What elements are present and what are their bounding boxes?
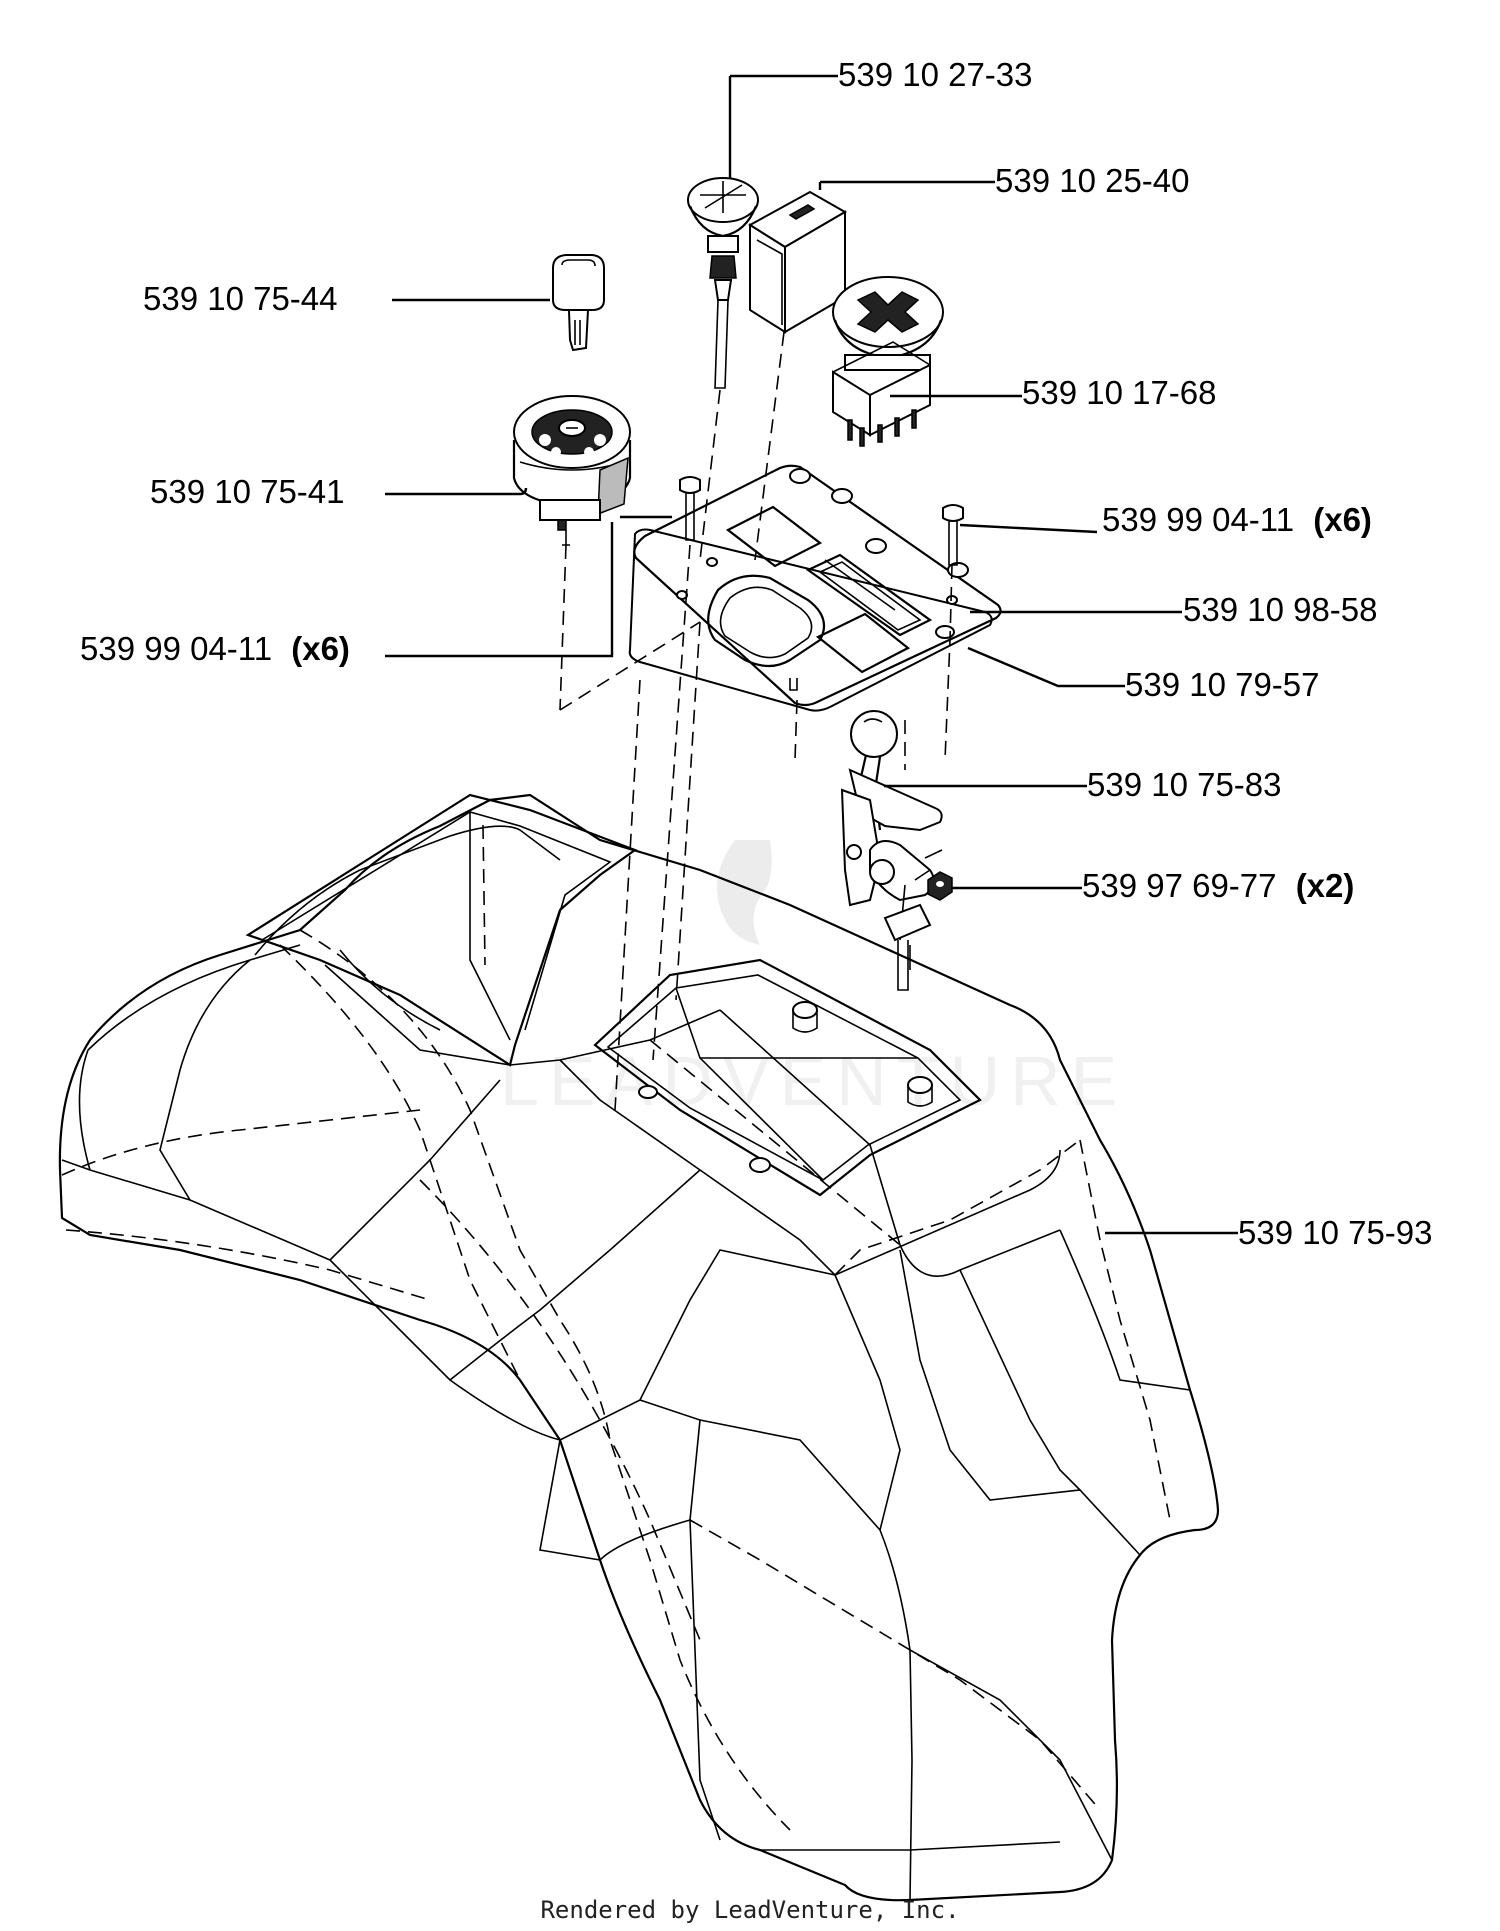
qty-539-99-04-11-right: (x6) [1313,501,1372,538]
ignition-switch [512,395,632,546]
leader-lines [385,74,1238,1235]
watermark-text: LEADVENTURE [500,1042,1127,1120]
label-539-99-04-11-left: 539 99 04-11 (x6) [80,630,350,667]
qty-539-97-69-77: (x2) [1296,867,1355,904]
label-539-10-17-68: 539 10 17-68 [1022,374,1217,411]
label-539-97-69-77: 539 97 69-77 (x2) [1082,867,1354,904]
part-labels: 539 10 27-33 539 10 25-40 539 10 75-44 5… [80,56,1433,1251]
label-539-10-79-57: 539 10 79-57 [1125,666,1320,703]
control-plate [628,464,1002,712]
bolt-left [679,476,701,541]
label-539-10-75-41: 539 10 75-41 [150,473,345,510]
watermark: LEADVENTURE [500,840,1127,1120]
console-housing [58,793,1220,1902]
bolt-right [942,504,964,566]
pto-switch [832,276,944,447]
label-539-10-27-33: 539 10 27-33 [838,56,1033,93]
assembly-lines [559,331,953,1111]
nut [927,871,953,901]
label-539-10-25-40: 539 10 25-40 [995,162,1190,199]
choke-knob [687,177,759,389]
throttle-control [840,710,943,991]
label-539-97-69-77-number: 539 97 69-77 [1082,867,1277,904]
label-539-10-75-83: 539 10 75-83 [1087,766,1282,803]
qty-539-99-04-11-left: (x6) [291,630,350,667]
label-539-99-04-11-left-number: 539 99 04-11 [80,630,272,667]
footer-credit: Rendered by LeadVenture, Inc. [540,1896,959,1924]
label-539-10-75-44: 539 10 75-44 [143,280,338,317]
label-539-10-75-93: 539 10 75-93 [1238,1214,1433,1251]
label-539-99-04-11-right-number: 539 99 04-11 [1102,501,1294,538]
label-539-10-98-58: 539 10 98-58 [1183,591,1378,628]
label-539-99-04-11-right: 539 99 04-11 (x6) [1102,501,1372,538]
hour-meter [748,190,847,334]
ignition-key [552,254,605,352]
